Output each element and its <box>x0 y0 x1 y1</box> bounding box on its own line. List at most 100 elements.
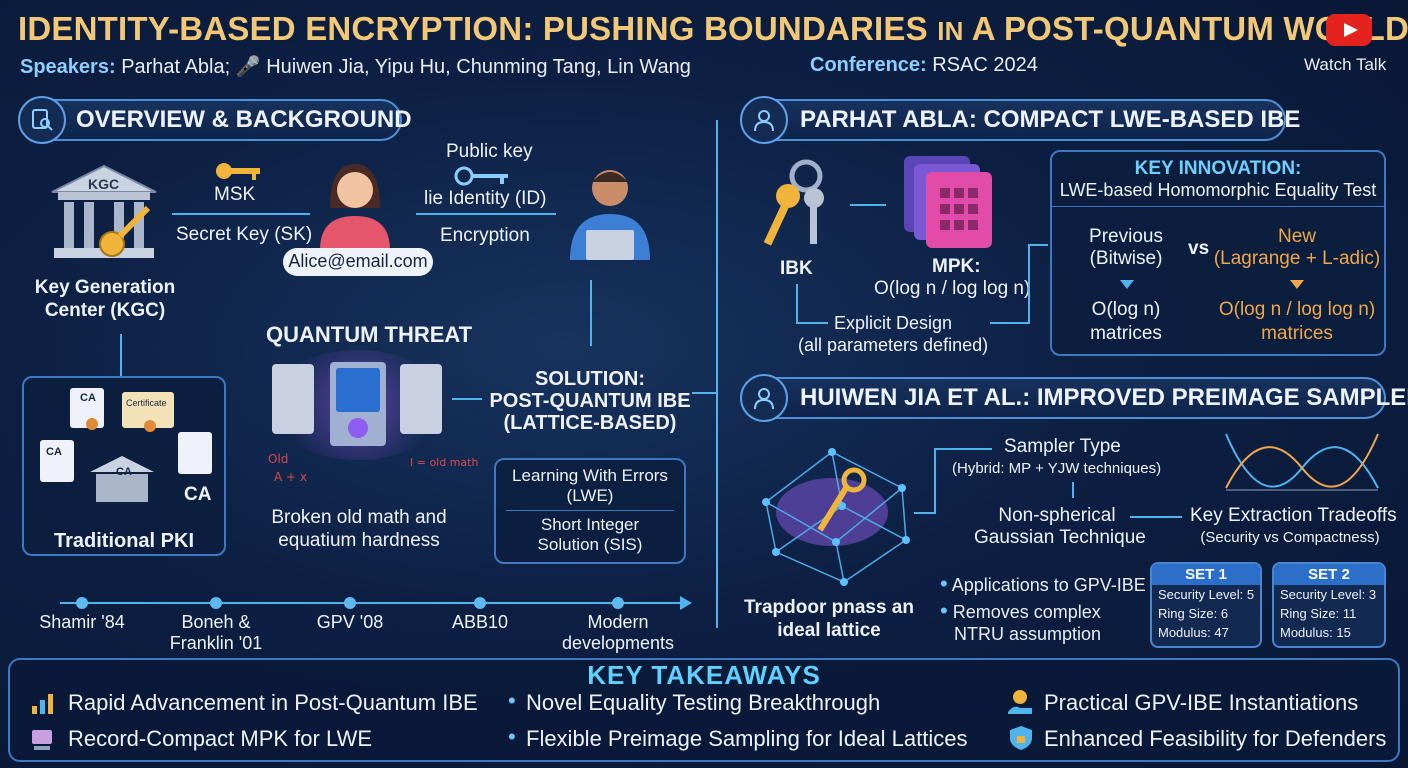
alice-avatar-icon <box>320 164 390 250</box>
timeline-dot <box>474 597 486 609</box>
pki-to-kgc-arrow <box>120 334 122 376</box>
pki-label: Traditional PKI <box>53 530 195 552</box>
lwe-line-2: (LWE) <box>566 486 614 505</box>
mpk-value: O(log n / log log n) <box>874 278 1031 299</box>
speakers-line: Speakers: Parhat Abla; 🎤 Huiwen Jia, Yip… <box>20 54 691 79</box>
sis-line-2: Solution (SIS) <box>537 535 643 554</box>
tradeoff-curves-icon <box>1225 433 1379 491</box>
application-item: Removes complex <box>952 602 1101 622</box>
sis-line-1: Short Integer <box>540 515 640 534</box>
timeline-dot <box>612 597 624 609</box>
sampler-arrow <box>934 448 992 450</box>
new-cost-unit: matrices <box>1261 323 1333 344</box>
title-in: IN <box>937 16 964 46</box>
previous-cost-unit: matrices <box>1090 323 1162 344</box>
trapdoor-line-2: ideal lattice <box>777 620 881 641</box>
public-key-label: Public key <box>446 141 533 162</box>
new-label: New <box>1277 226 1316 247</box>
previous-sub: (Bitwise) <box>1089 248 1163 269</box>
gaussian-to-tradeoff-arrow <box>1130 516 1182 518</box>
quantum-threat-label: QUANTUM THREAT <box>266 322 473 347</box>
ibk-label: IBK <box>780 258 813 279</box>
conference-line: Conference: RSAC 2024 <box>810 54 1038 77</box>
identity-label: lie Identity (ID) <box>424 188 547 209</box>
conference-label: Conference: <box>810 54 927 76</box>
msk-key-icon <box>216 163 260 180</box>
timeline-arrowhead <box>680 596 692 610</box>
solution-line-2: POST-QUANTUM IBE <box>489 390 691 412</box>
takeaway-item: Record-Compact MPK for LWE <box>68 726 373 751</box>
overview-heading: OVERVIEW & BACKGROUND <box>18 99 412 141</box>
timeline-dot <box>76 597 88 609</box>
solution-connector-down <box>716 392 718 628</box>
timeline-item: Boneh &Franklin '01 <box>154 612 278 654</box>
explicit-right-connector <box>990 322 1030 324</box>
email-badge: Alice@email.com <box>283 248 433 276</box>
explicit-to-innovation-connector <box>1028 244 1030 324</box>
takeaways-heading: KEY TAKEAWAYS <box>587 660 821 690</box>
timeline-item-sub: Franklin '01 <box>169 633 263 653</box>
timeline-item-label: Modern <box>587 612 649 632</box>
user-laptop-icon <box>570 170 650 260</box>
previous-method: Previous (Bitwise) <box>1066 226 1186 270</box>
previous-label: Previous <box>1089 226 1163 247</box>
trapdoor-line-1: Trapdoor pnass an <box>744 597 914 618</box>
kgc-label: Key Generation Center (KGC) <box>30 276 180 322</box>
compact-key-icon <box>30 726 56 757</box>
solution-label: SOLUTION: POST-QUANTUM IBE (LATTICE-BASE… <box>488 368 692 434</box>
timeline-item: Shamir '84 <box>20 612 144 633</box>
application-item: Applications to GPV-IBE <box>951 575 1146 595</box>
bob-to-solution-arrow <box>590 280 592 346</box>
new-cost: O(log n / log log n) matrices <box>1212 298 1382 346</box>
timeline-item-label: Boneh & <box>181 612 251 632</box>
gaussian-line-2: Gaussian Technique <box>974 527 1146 548</box>
msk-label: MSK <box>214 184 256 205</box>
ibk-down-connector <box>796 284 798 322</box>
takeaway-item: Enhanced Feasibility for Defenders <box>1044 726 1387 751</box>
innovation-arrow <box>1028 244 1048 246</box>
set-1-ring: Ring Size: 6 <box>1158 606 1229 621</box>
jia-heading-text: HUIWEN JIA ET AL.: IMPROVED PREIMAGE SAM… <box>800 384 1408 411</box>
set-2-security: Security Level: 3 <box>1280 587 1377 602</box>
document-search-icon <box>18 96 66 144</box>
page-title: IDENTITY-BASED ENCRYPTION: PUSHING BOUND… <box>18 10 1408 48</box>
kgc-label-line-1: Key Generation <box>34 277 176 298</box>
lattice-stub <box>914 512 936 514</box>
explicit-arrow <box>796 322 828 324</box>
bullet-dot: • <box>508 724 516 749</box>
kgc-building-icon <box>51 164 157 258</box>
key-innovation-panel <box>1050 150 1386 356</box>
broken-line-2: equatium hardness <box>278 530 440 551</box>
certificate-label: Certificate <box>126 398 167 408</box>
ca-label-1: CA <box>80 392 96 404</box>
speaker-first: Parhat Abla; <box>121 56 231 78</box>
innovation-divider <box>1052 206 1384 207</box>
application-item-cont: NTRU assumption <box>954 624 1102 644</box>
takeaway-item: Practical GPV-IBE Instantiations <box>1044 690 1359 715</box>
gaussian-line-1: Non-spherical <box>998 505 1116 526</box>
person-gauge-icon <box>740 374 788 422</box>
shield-lock-icon <box>1008 724 1034 757</box>
explicit-line-1: Explicit Design <box>833 313 953 333</box>
solution-line-1: SOLUTION: <box>535 368 645 390</box>
set-2-ring: Ring Size: 11 <box>1280 606 1357 621</box>
tradeoff-sub: (Security vs Compactness) <box>1200 529 1380 546</box>
bullet-dot: • <box>508 688 516 713</box>
kgc-label-line-2: Center (KGC) <box>44 300 166 321</box>
watch-talk-link[interactable]: Watch Talk <box>1304 55 1387 74</box>
previous-cost: O(log n) matrices <box>1066 298 1186 346</box>
lattice-trapdoor-icon <box>762 448 910 586</box>
tradeoff-label: Key Extraction Tradeoffs <box>1190 505 1397 526</box>
lwe-line-1: Learning With Errors <box>512 466 668 485</box>
set-1-security: Security Level: 5 <box>1158 587 1255 602</box>
timeline-item-label: Shamir '84 <box>39 612 125 632</box>
secret-key-label: Secret Key (SK) <box>176 224 313 245</box>
ca-label-2: CA <box>46 446 62 458</box>
previous-down-arrow <box>1120 280 1134 289</box>
abla-heading-text: PARHAT ABLA: COMPACT LWE-BASED IBE <box>800 106 1301 133</box>
overview-heading-text: OVERVIEW & BACKGROUND <box>76 106 412 133</box>
youtube-play-icon[interactable] <box>1326 14 1372 46</box>
scribble-old: Old <box>268 452 289 466</box>
sampler-type-label: Sampler Type <box>1004 436 1121 457</box>
sampler-type-sub: (Hybrid: MP + YJW techniques) <box>952 460 1162 477</box>
